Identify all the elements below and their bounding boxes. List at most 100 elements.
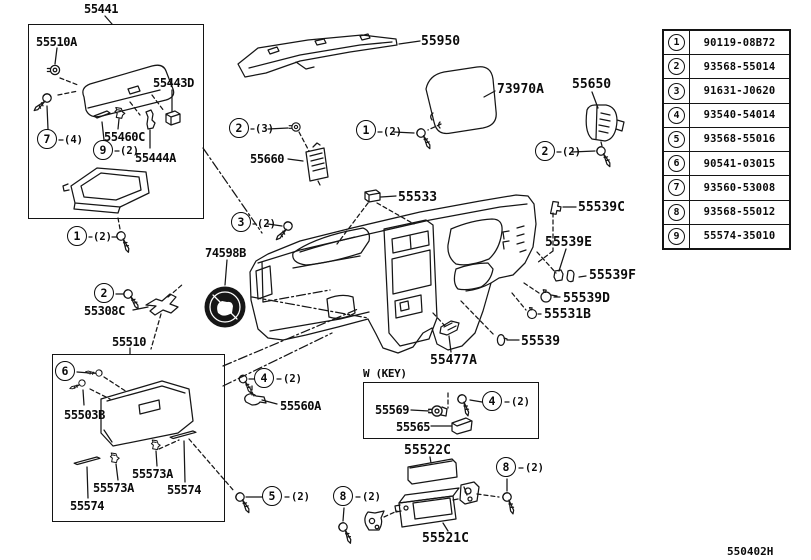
table-row-1[interactable]: 1 90119-08B72 [664, 31, 789, 55]
part-label-55308c[interactable]: 55308C [84, 304, 125, 318]
register-55650-drawing [571, 91, 625, 168]
callout-8-a-qty: (2) [362, 491, 381, 503]
callout-3: 3 [231, 212, 251, 232]
figure-code: 550402H [727, 545, 774, 558]
part-label-55574-1[interactable]: 55574 [70, 499, 105, 513]
part-number-5: 93568-55016 [703, 133, 776, 146]
callout-dashes [58, 128, 562, 498]
callout-8-a: 8 [333, 486, 353, 506]
callout-2-c: 2 [535, 141, 555, 161]
part-label-55660[interactable]: 55660 [250, 152, 285, 166]
part-label-55539e[interactable]: 55539E [545, 235, 592, 250]
ref-number-4: 4 [668, 106, 685, 124]
part-label-55573a-1[interactable]: 55573A [93, 481, 134, 495]
console-box-drawings [333, 456, 522, 544]
part-label-55573a-2[interactable]: 55573A [132, 467, 173, 481]
callout-2-c-qty: (2) [562, 146, 581, 158]
switch-55533-drawing [267, 189, 397, 242]
part-label-55539f[interactable]: 55539F [589, 268, 636, 283]
part-label-55650[interactable]: 55650 [572, 77, 612, 92]
callout-9: 9 [93, 140, 113, 160]
part-number-9: 55574-35010 [703, 230, 776, 243]
part-label-55441[interactable]: 55441 [84, 2, 119, 16]
assembly-box-55441 [28, 24, 204, 219]
table-row-5[interactable]: 5 93568-55016 [664, 126, 789, 152]
table-row-7[interactable]: 7 93560-53008 [664, 175, 789, 200]
ref-number-8: 8 [668, 203, 685, 221]
ref-number-3: 3 [668, 82, 685, 100]
part-label-55460c[interactable]: 55460C [104, 130, 145, 144]
part-label-55510a[interactable]: 55510A [36, 35, 77, 49]
airbag-caution-label-icon [204, 259, 246, 328]
callout-4-b: 4 [482, 391, 502, 411]
part-label-55522c[interactable]: 55522C [404, 443, 451, 458]
part-label-55569[interactable]: 55569 [375, 403, 410, 417]
callout-5-qty: (2) [291, 491, 310, 503]
pad-73970a-drawing [393, 66, 497, 150]
ref-number-5: 5 [668, 130, 685, 148]
part-label-55539d[interactable]: 55539D [563, 291, 610, 306]
table-row-9[interactable]: 9 55574-35010 [664, 223, 789, 248]
callout-8-b: 8 [496, 457, 516, 477]
callout-5: 5 [262, 486, 282, 506]
variant-label-wkey: W (KEY) [363, 367, 407, 380]
part-number-1: 90119-08B72 [703, 36, 776, 49]
part-label-55574-2[interactable]: 55574 [167, 483, 202, 497]
clip-55539-series-drawings [439, 200, 587, 353]
table-row-2[interactable]: 2 93568-55014 [664, 54, 789, 79]
ref-number-6: 6 [668, 155, 685, 173]
part-number-8: 93568-55012 [703, 206, 776, 219]
part-number-4: 93540-54014 [703, 109, 776, 122]
ref-number-2: 2 [668, 58, 685, 76]
part-label-55950[interactable]: 55950 [421, 34, 461, 49]
callout-1-b-qty: (2) [383, 126, 402, 138]
table-row-6[interactable]: 6 90541-03015 [664, 151, 789, 176]
callout-1-b: 1 [356, 120, 376, 140]
table-row-3[interactable]: 3 91631-J0620 [664, 78, 789, 103]
callout-6: 6 [55, 361, 75, 381]
part-label-55539[interactable]: 55539 [521, 334, 561, 349]
part-label-55533[interactable]: 55533 [398, 190, 438, 205]
side-register-55660-drawing [267, 122, 329, 186]
part-label-55565[interactable]: 55565 [396, 420, 431, 434]
part-label-74598b[interactable]: 74598B [205, 246, 246, 260]
assembly-box-55510 [52, 354, 225, 522]
latch-55560a-drawing [235, 373, 278, 406]
part-label-55503b[interactable]: 55503B [64, 408, 105, 422]
part-label-55443d[interactable]: 55443D [153, 76, 194, 90]
fastener-callout-drawings [111, 217, 184, 350]
table-row-4[interactable]: 4 93540-54014 [664, 102, 789, 127]
part-label-55531b[interactable]: 55531B [544, 307, 591, 322]
callout-3-qty: (2) [257, 218, 276, 230]
part-label-73970a[interactable]: 73970A [497, 82, 544, 97]
part-label-55539c[interactable]: 55539C [578, 200, 625, 215]
callout-1-a-qty: (2) [93, 231, 112, 243]
callout-7-qty: (4) [64, 134, 83, 146]
instrument-panel-drawing [249, 194, 537, 354]
callout-4-a-qty: (2) [283, 373, 302, 385]
part-number-3: 91631-J0620 [703, 85, 776, 98]
lid-assembly-drawing [33, 15, 181, 214]
ref-number-9: 9 [668, 227, 685, 245]
callout-1-a: 1 [67, 226, 87, 246]
part-number-2: 93568-55014 [703, 60, 776, 73]
ref-number-1: 1 [668, 34, 685, 52]
part-label-55521c[interactable]: 55521C [422, 531, 469, 546]
key-cylinder-parts-drawing [410, 392, 483, 435]
part-label-55444a[interactable]: 55444A [135, 151, 176, 165]
callout-2-a: 2 [94, 283, 114, 303]
ref-number-7: 7 [668, 179, 685, 197]
part-label-55477a[interactable]: 55477A [430, 353, 477, 368]
part-number-7: 93560-53008 [703, 181, 776, 194]
callout-4-b-qty: (2) [511, 396, 530, 408]
assembly-box-wkey [363, 382, 539, 439]
defroster-panel-drawing [237, 33, 421, 78]
parts-reference-table: 1 90119-08B72 2 93568-55014 3 91631-J062… [662, 29, 791, 250]
construction-lines [202, 147, 557, 387]
table-row-8[interactable]: 8 93568-55012 [664, 199, 789, 224]
callout-2-b: 2 [229, 118, 249, 138]
callout-9-qty: (2) [120, 145, 139, 157]
part-label-55560a[interactable]: 55560A [280, 399, 321, 413]
part-label-55510[interactable]: 55510 [112, 335, 147, 349]
